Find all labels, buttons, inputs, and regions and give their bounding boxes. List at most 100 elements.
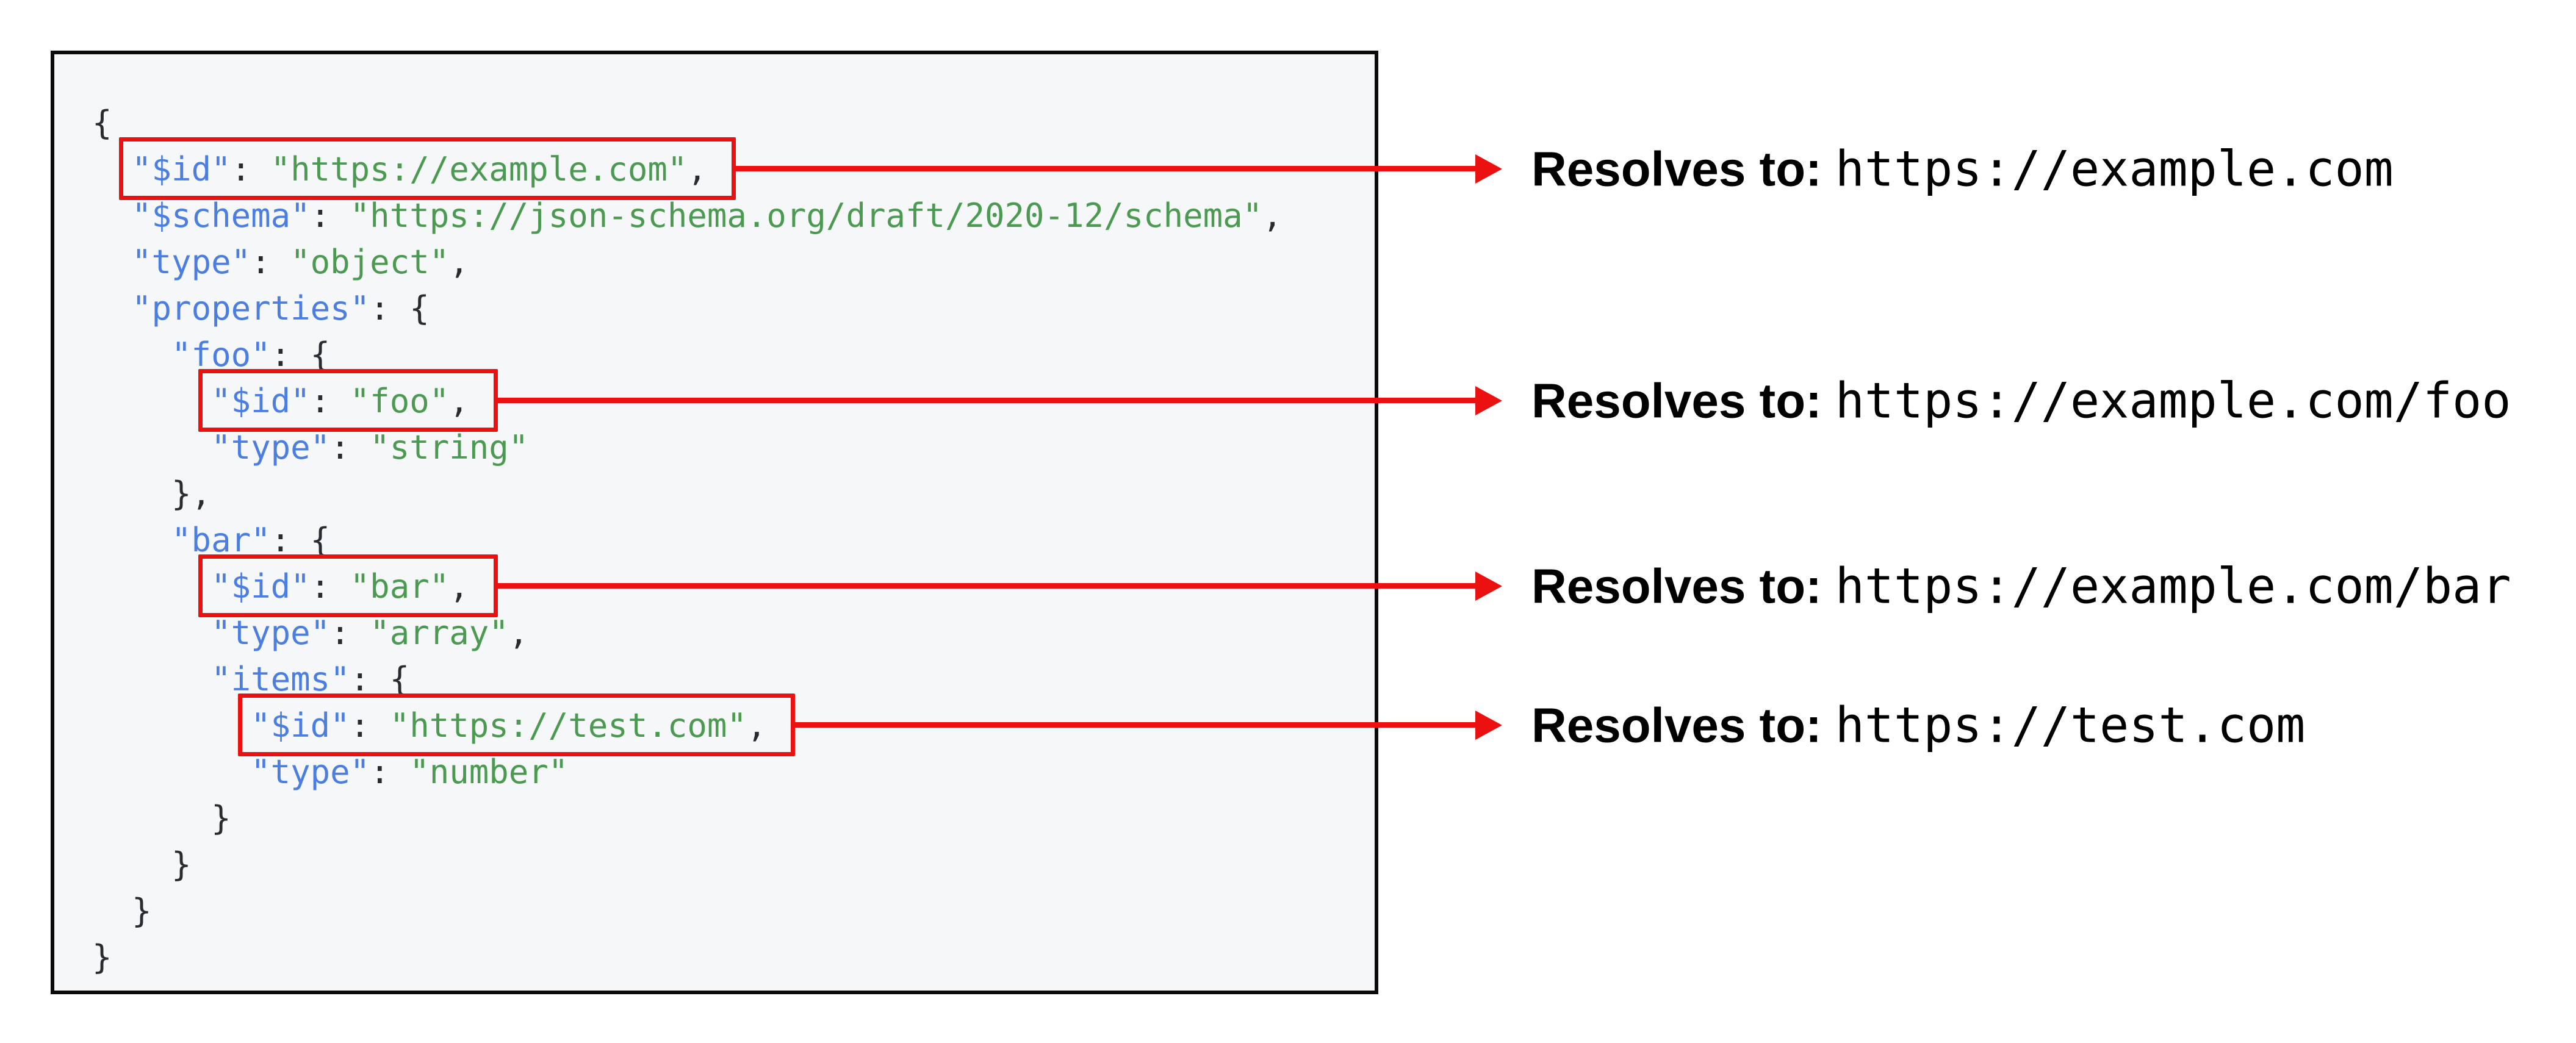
arrow-right-icon [1475,385,1502,415]
code-token-pun: , [449,243,469,281]
code-token-key: "$id" [211,567,311,606]
code-token-str: "number" [409,753,569,791]
code-token-pun: : { [270,521,331,559]
code-indent [92,706,251,745]
resolution-annotation: Resolves to:https://test.com [1531,697,2305,753]
code-token-pun: , [746,706,767,745]
code-token-key: "properties" [132,289,370,328]
code-token-str: "bar" [350,567,450,606]
code-indent [92,614,211,652]
code-token-pun: { [92,104,112,142]
code-indent [92,567,211,606]
arrow-right-icon [1475,710,1502,740]
highlight-box-id: "$id": "bar", [198,554,498,617]
code-indent [92,382,211,420]
code-token-pun: }, [171,475,212,513]
code-line: "type": "number" [92,749,1375,795]
code-token-pun: } [171,845,192,884]
code-line: "$schema": "https://json-schema.org/draf… [92,193,1375,239]
code-indent [92,335,171,374]
arrow-right-icon [1475,571,1502,601]
code-line: } [92,934,1375,981]
code-token-pun: } [211,799,231,837]
code-token-key: "$id" [211,382,311,420]
code-line: } [92,795,1375,842]
code-token-pun: : [310,382,350,420]
code-indent [92,799,211,837]
code-indent [92,660,211,698]
resolve-arrow-line [733,166,1478,171]
code-indent [92,289,132,328]
code-token-key: "type" [211,428,331,467]
code-token-str: "object" [290,243,450,281]
code-indent [92,475,171,513]
code-token-pun: : [231,150,271,188]
code-token-key: "$id" [251,706,350,745]
code-token-pun: : [330,614,370,652]
resolved-uri: https://example.com/foo [1835,372,2511,429]
resolution-label: Resolves to: [1531,698,1822,752]
code-token-pun: , [449,567,469,606]
code-token-key: "$schema" [132,196,311,235]
code-line: "items": { [92,656,1375,703]
highlight-box-id: "$id": "https://test.com", [238,694,796,756]
code-token-pun: } [92,938,112,977]
resolution-label: Resolves to: [1531,559,1822,613]
resolution-annotation: Resolves to:https://example.com [1531,140,2394,197]
code-token-str: "foo" [350,382,450,420]
resolved-uri: https://example.com/bar [1835,557,2511,614]
resolution-label: Resolves to: [1531,142,1822,196]
code-line: "properties": { [92,285,1375,332]
code-token-key: "type" [211,614,331,652]
arrow-right-icon [1475,154,1502,184]
code-token-pun: : [310,567,350,606]
code-indent [92,243,132,281]
code-token-pun: : { [270,335,331,374]
code-indent [92,521,171,559]
code-token-key: "foo" [171,335,271,374]
json-schema-code-block: { "$id": "https://example.com", "$schema… [51,51,1378,994]
code-indent [92,753,251,791]
code-line: } [92,842,1375,888]
code-token-pun: : [251,243,291,281]
code-token-key: "$id" [132,150,231,188]
code-token-str: "https://json-schema.org/draft/2020-12/s… [350,196,1263,235]
code-line: { [92,100,1375,146]
code-token-str: "string" [370,428,529,467]
code-line: "bar": { [92,517,1375,564]
code-line: "type": "array", [92,610,1375,656]
code-line: "$id": "https://test.com", [92,694,1375,756]
highlight-box-id: "$id": "https://example.com", [119,137,736,200]
resolved-uri: https://example.com [1835,140,2394,197]
code-token-pun: : [330,428,370,467]
code-line: "type": "object", [92,239,1375,285]
resolution-annotation: Resolves to:https://example.com/bar [1531,557,2511,614]
code-token-str: "array" [370,614,509,652]
code-line: }, [92,471,1375,517]
code-line: "$id": "foo", [92,369,1375,432]
code-line: } [92,888,1375,934]
code-token-pun: : [310,196,350,235]
code-token-pun: , [449,382,469,420]
resolution-annotation: Resolves to:https://example.com/foo [1531,372,2511,429]
code-indent [92,428,211,467]
code-token-pun: , [508,614,529,652]
code-token-pun: : [370,753,410,791]
code-line: "foo": { [92,332,1375,378]
code-token-str: "https://example.com" [270,150,688,188]
code-indent [92,845,171,884]
code-token-key: "type" [251,753,370,791]
code-token-pun: } [132,892,152,930]
code-token-pun: : { [350,660,410,698]
code-token-pun: , [1262,196,1283,235]
resolved-uri: https://test.com [1835,697,2306,753]
resolve-arrow-line [793,722,1478,728]
resolution-label: Resolves to: [1531,373,1822,428]
code-token-str: "https://test.com" [389,706,747,745]
highlight-box-id: "$id": "foo", [198,369,498,432]
resolve-arrow-line [495,398,1478,403]
code-token-key: "bar" [171,521,271,559]
code-token-pun: , [687,150,707,188]
code-line: "type": "string" [92,425,1375,471]
